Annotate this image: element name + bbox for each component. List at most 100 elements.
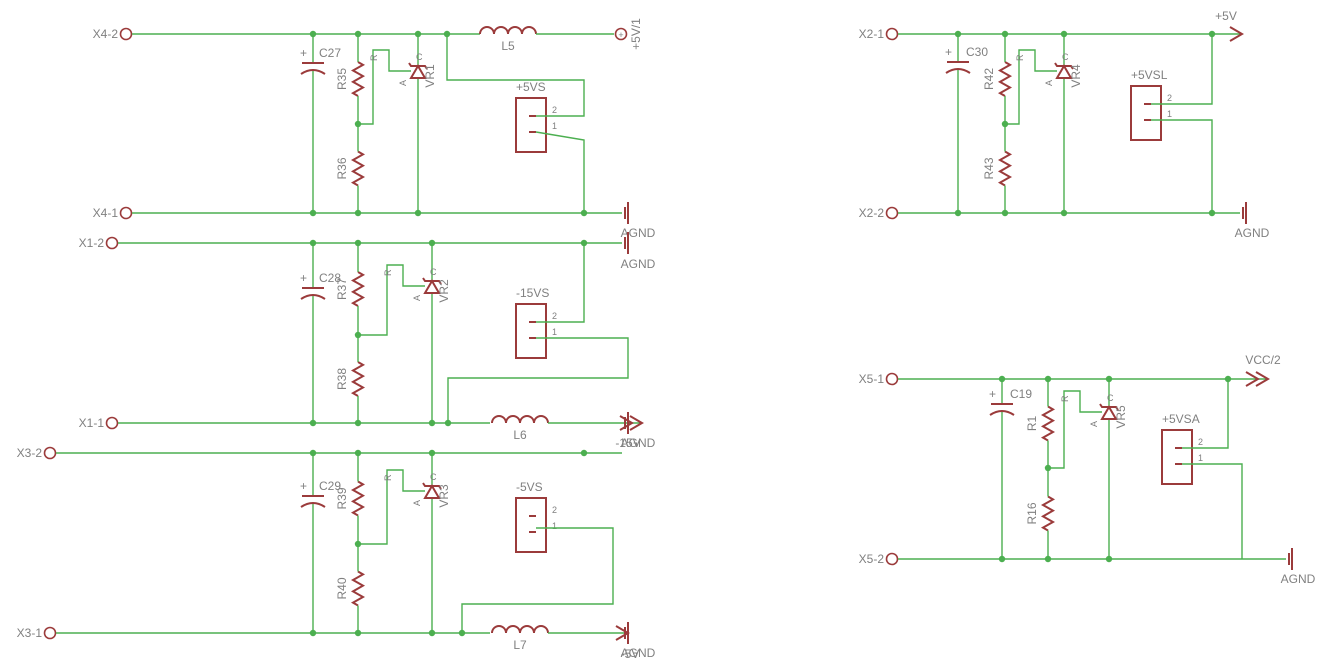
terminal-pad: [43, 446, 57, 460]
regulator-pin-label: C: [1062, 52, 1069, 62]
connector-body: [515, 97, 547, 153]
regulator-pin-label: R: [383, 269, 393, 276]
input-terminal-label: X4-1: [93, 206, 119, 220]
regulator-symbol: [422, 277, 442, 285]
junction-dot: [1105, 555, 1113, 563]
capacitor-polarity-mark: +: [300, 271, 307, 285]
terminal-pad: [885, 27, 899, 41]
connector-label: +5VSA: [1162, 412, 1200, 426]
supply-arrow: [629, 415, 644, 431]
capacitor-label: C30: [966, 45, 988, 59]
regulator-symbol: [1100, 405, 1118, 420]
regulator-pin-label: A: [412, 500, 422, 506]
terminal-pad: [119, 27, 133, 41]
ground-label: AGND: [1235, 226, 1270, 240]
junction-dot: [428, 449, 436, 457]
wire: [447, 337, 629, 423]
connector-pin-label: 1: [552, 327, 557, 337]
regulator-label: VR2: [437, 279, 451, 303]
regulator-pin-label: R: [369, 54, 379, 61]
regulator-pin-label: A: [1089, 421, 1099, 427]
resistor-label: R35: [335, 68, 349, 90]
resistor-zigzag: [350, 271, 366, 307]
supply-arrow: [1245, 371, 1260, 387]
resistor-label: R36: [335, 157, 349, 179]
junction-dot: [443, 30, 451, 38]
capacitor-label: C19: [1010, 387, 1032, 401]
connector-label: -5VS: [516, 480, 543, 494]
resistor-label: R1: [1025, 416, 1039, 432]
capacitor-label: C28: [319, 271, 341, 285]
regulator-symbol: [409, 64, 427, 79]
resistor-label: R37: [335, 278, 349, 300]
resistor-zigzag: [1040, 495, 1056, 532]
supply-label: +5V: [1215, 9, 1237, 23]
junction-dot: [354, 540, 362, 548]
regulator-pin-label: R: [1060, 395, 1070, 402]
connector-label: -15VS: [516, 286, 549, 300]
wire: [1048, 390, 1102, 469]
input-terminal-label: X2-2: [859, 206, 885, 220]
junction-dot: [414, 209, 422, 217]
resistor-label: R39: [335, 487, 349, 509]
capacitor-polarity-mark: +: [300, 479, 307, 493]
junction-dot: [1001, 209, 1009, 217]
regulator-symbol: [1054, 62, 1074, 70]
connector-pin-label: 1: [552, 521, 557, 531]
regulator-pin-label: C: [416, 52, 423, 62]
terminal-pad: [43, 626, 57, 640]
input-terminal-label: X3-2: [17, 446, 43, 460]
supply-label: -5V: [621, 647, 640, 661]
resistor-zigzag: [997, 61, 1013, 97]
terminal-pad: [105, 236, 119, 250]
connector-pin-label: 2: [552, 311, 557, 321]
connector-body: [1130, 85, 1162, 141]
input-terminal-label: X1-1: [79, 416, 105, 430]
wire: [358, 264, 425, 336]
junction-dot: [444, 419, 452, 427]
connector-pin-label: 1: [1167, 109, 1172, 119]
connector-pin-label: 1: [552, 121, 557, 131]
junction-dot: [998, 375, 1006, 383]
regulator-pin-label: R: [1015, 54, 1025, 61]
junction-dot: [309, 419, 317, 427]
junction-dot: [458, 629, 466, 637]
input-terminal-label: X4-2: [93, 27, 119, 41]
regulator-symbol: [408, 62, 428, 70]
connector-body: [1161, 429, 1193, 485]
junction-dot: [580, 239, 588, 247]
junction-dot: [354, 419, 362, 427]
connector-pin-label: 2: [552, 105, 557, 115]
ground-label: AGND: [621, 257, 656, 271]
resistor-label: R42: [982, 68, 996, 90]
junction-dot: [580, 209, 588, 217]
junction-dot: [354, 209, 362, 217]
input-terminal-label: X5-2: [859, 552, 885, 566]
terminal-pad: [105, 416, 119, 430]
connector-body: [515, 303, 547, 359]
supply-label: +5V/1: [629, 18, 643, 50]
connector-body: [515, 497, 547, 553]
connector-pin-label: 2: [1198, 437, 1203, 447]
junction-dot: [1060, 209, 1068, 217]
resistor-label: R40: [335, 577, 349, 599]
inductor-coil: [491, 625, 549, 634]
resistor-zigzag: [997, 150, 1013, 187]
wire: [1151, 34, 1213, 105]
regulator-pin-label: A: [412, 295, 422, 301]
terminal-pad: [119, 206, 133, 220]
junction-dot: [954, 209, 962, 217]
regulator-symbol: [1055, 64, 1073, 79]
input-terminal-label: X1-2: [79, 236, 105, 250]
junction-dot: [354, 30, 362, 38]
circuit-sect2: X1-2X1-1+C28R37R38RACVR2-15VS21AGNDL6-15…: [79, 232, 656, 450]
junction-dot: [1208, 209, 1216, 217]
regulator-symbol: [423, 279, 441, 294]
wire: [1151, 119, 1213, 213]
regulator-pin-label: C: [1107, 393, 1114, 403]
junction-dot: [1105, 375, 1113, 383]
regulator-label: VR1: [423, 64, 437, 88]
